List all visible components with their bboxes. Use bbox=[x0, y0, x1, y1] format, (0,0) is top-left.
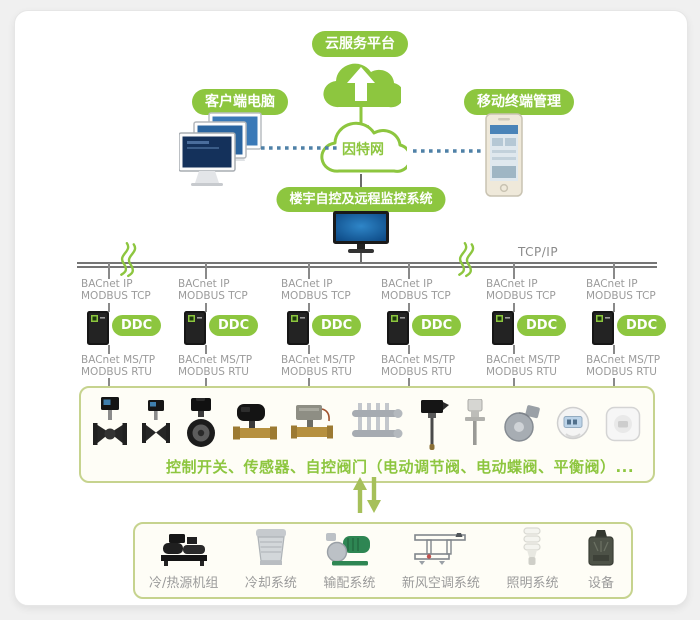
control-valve-icon bbox=[141, 400, 170, 443]
electric-control-valve-icon bbox=[93, 397, 127, 445]
diagram-card: 云服务平台 因特网 客户端电脑 bbox=[14, 10, 688, 606]
bas-monitor-icon bbox=[333, 211, 389, 244]
mobile-phone-icon bbox=[485, 113, 523, 197]
bas-label: 楼宇自控及远程监控系统 bbox=[276, 187, 446, 212]
room-sensor-icon bbox=[605, 406, 641, 442]
field-devices-caption: 控制开关、传感器、自控阀门（电动调节阀、电动蝶阀、平衡阀）... bbox=[165, 458, 635, 476]
ddc-controller-icon bbox=[592, 311, 614, 345]
system-label: 冷却系统 bbox=[244, 576, 297, 591]
mobile-label: 移动终端管理 bbox=[464, 89, 574, 115]
building-systems-box: 冷/热源机组 冷却系统 bbox=[133, 522, 633, 599]
butterfly-valve-icon bbox=[187, 398, 216, 447]
system-item: 设备 bbox=[585, 529, 617, 591]
round-thermostat-icon bbox=[557, 406, 590, 440]
ddc-badge: DDC bbox=[312, 315, 362, 336]
system-label: 新风空调系统 bbox=[401, 576, 480, 591]
system-item: 照明系统 bbox=[506, 527, 558, 591]
ddc-controller-icon bbox=[287, 311, 309, 345]
bus-break-icon bbox=[458, 242, 475, 278]
monitor-to-bus-line bbox=[360, 253, 362, 263]
cfl-lamp-icon bbox=[523, 527, 542, 565]
motorized-ball-valve-icon bbox=[232, 404, 277, 440]
ddc-badge: DDC bbox=[112, 315, 162, 336]
ddc-badge: DDC bbox=[617, 315, 667, 336]
ddc-badge: DDC bbox=[412, 315, 462, 336]
field-device-icons-row bbox=[93, 394, 641, 454]
cloud-upload-icon bbox=[323, 63, 401, 108]
solenoid-valve-icon bbox=[291, 405, 334, 439]
ddc-controller-icon bbox=[492, 311, 514, 345]
system-label: 冷/热源机组 bbox=[149, 576, 219, 591]
ddc-badge: DDC bbox=[209, 315, 259, 336]
system-item: 冷却系统 bbox=[245, 527, 297, 591]
protocol-lower: BACnet MS/TP bbox=[81, 354, 156, 366]
system-item: 冷/热源机组 bbox=[149, 533, 218, 591]
system-label: 输配系统 bbox=[323, 576, 376, 591]
bas-monitor-stand bbox=[348, 244, 374, 253]
blower-icon bbox=[504, 405, 540, 442]
client-label: 客户端电脑 bbox=[192, 89, 288, 115]
ddc-controller-icon bbox=[87, 311, 109, 345]
client-monitors-icon bbox=[179, 112, 262, 186]
system-item: 新风空调系统 bbox=[402, 531, 480, 591]
cloud-platform-label: 云服务平台 bbox=[312, 31, 408, 57]
field-devices-box: 控制开关、传感器、自控阀门（电动调节阀、电动蝶阀、平衡阀）... bbox=[79, 386, 655, 483]
pump-icon bbox=[326, 533, 371, 566]
system-item: 输配系统 bbox=[323, 533, 375, 591]
tcpip-bus-line bbox=[77, 262, 657, 268]
cooling-tower-icon bbox=[255, 529, 286, 565]
manifold-icon bbox=[351, 403, 403, 438]
duct-sensor-icon bbox=[465, 399, 486, 445]
equipment-icon bbox=[588, 530, 614, 566]
protocol-upper: BACnet IP bbox=[81, 278, 133, 290]
cloud-to-bas-line bbox=[360, 174, 362, 188]
internet-cloud-icon bbox=[320, 121, 407, 173]
bus-break-icon bbox=[120, 242, 137, 278]
immersion-temp-sensor-icon bbox=[420, 400, 449, 450]
system-label: 设备 bbox=[587, 576, 614, 591]
chiller-icon bbox=[160, 534, 207, 566]
ddc-controller-icon bbox=[387, 311, 409, 345]
mobile-link-dashed-line bbox=[413, 149, 485, 153]
internet-label: 因特网 bbox=[342, 142, 384, 158]
ddc-badge: DDC bbox=[517, 315, 567, 336]
bus-label: TCP/IP bbox=[518, 245, 559, 259]
air-handling-icon bbox=[414, 533, 466, 565]
up-down-arrows-icon bbox=[353, 477, 381, 513]
client-link-dashed-line bbox=[261, 146, 341, 150]
ddc-controller-icon bbox=[184, 311, 206, 345]
system-label: 照明系统 bbox=[506, 576, 559, 591]
